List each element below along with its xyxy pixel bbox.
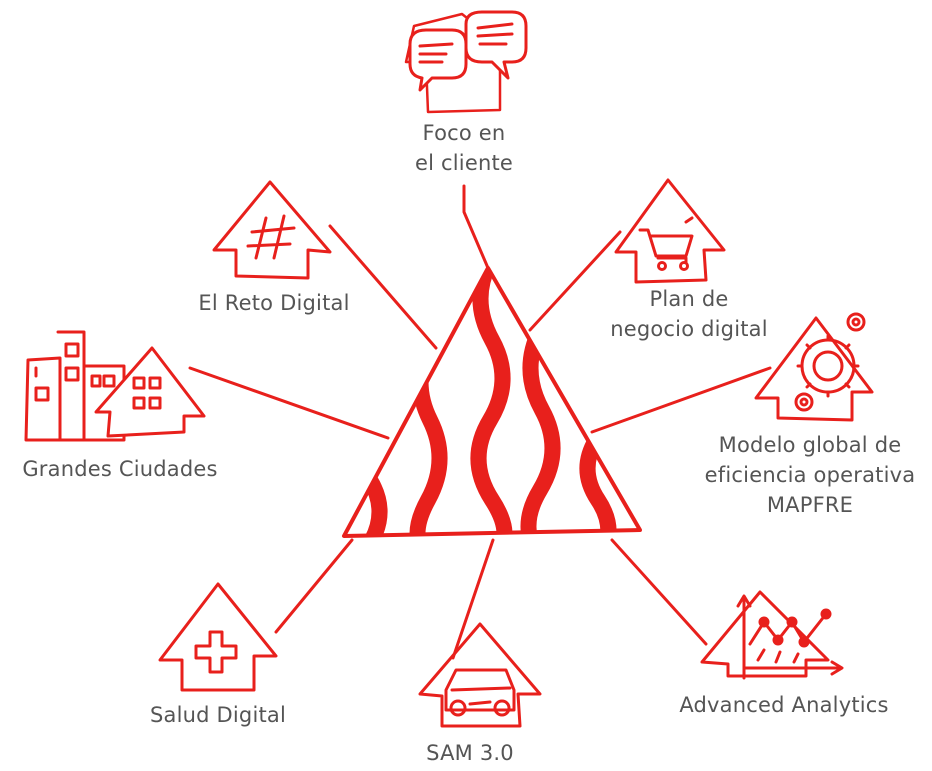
label-modelo-global: Modelo global de eficiencia operativa MA… [692,430,928,520]
line-chart-icon [736,594,844,680]
car-icon [444,668,516,717]
label-sam: SAM 3.0 [410,738,530,768]
connector-lines [188,184,772,660]
label-foco-cliente: Foco en el cliente [404,118,524,178]
connector-sam [451,538,495,660]
city-buildings-icon [24,330,126,442]
label-reto-digital: El Reto Digital [176,288,372,318]
hashtag-icon [246,214,296,260]
label-line: Salud Digital [149,703,287,727]
connector-grandes-ciudades [188,366,390,440]
connector-foco-cliente [462,184,490,270]
label-line: El Reto Digital [198,291,350,315]
node-modelo-global-icon [754,312,874,422]
label-grandes-ciudades: Grandes Ciudades [4,454,236,484]
label-plan-negocio: Plan de negocio digital [596,284,782,344]
label-line: Foco en [422,121,506,145]
node-salud-digital-icon [158,582,278,692]
connector-modelo-global [590,366,772,434]
gears-icon [794,312,866,412]
label-line: Modelo global de [718,433,902,457]
label-line: Plan de [649,287,729,311]
label-line: Advanced Analytics [679,693,889,717]
connector-advanced-analytics [610,538,708,646]
node-plan-negocio-icon [614,178,726,284]
node-sam-icon [418,622,542,728]
label-line: eficiencia operativa [704,463,916,487]
node-foco-cliente-icon [404,10,528,114]
label-line: SAM 3.0 [426,741,514,765]
connector-reto-digital [328,224,438,350]
label-line: MAPFRE [766,493,854,517]
label-salud-digital: Salud Digital [130,700,306,730]
node-grandes-ciudades-icon [24,330,206,442]
node-advanced-analytics-icon [700,590,844,680]
label-line: el cliente [414,151,514,175]
shopping-cart-icon [638,216,694,271]
node-reto-digital-icon [212,180,332,280]
label-line: Grandes Ciudades [22,457,218,481]
label-advanced-analytics: Advanced Analytics [664,690,904,720]
label-line: negocio digital [610,317,768,341]
connector-salud-digital [274,538,354,634]
connector-plan-negocio [528,230,622,332]
speech-bubbles-icon [408,10,528,92]
medical-cross-icon [194,630,238,674]
